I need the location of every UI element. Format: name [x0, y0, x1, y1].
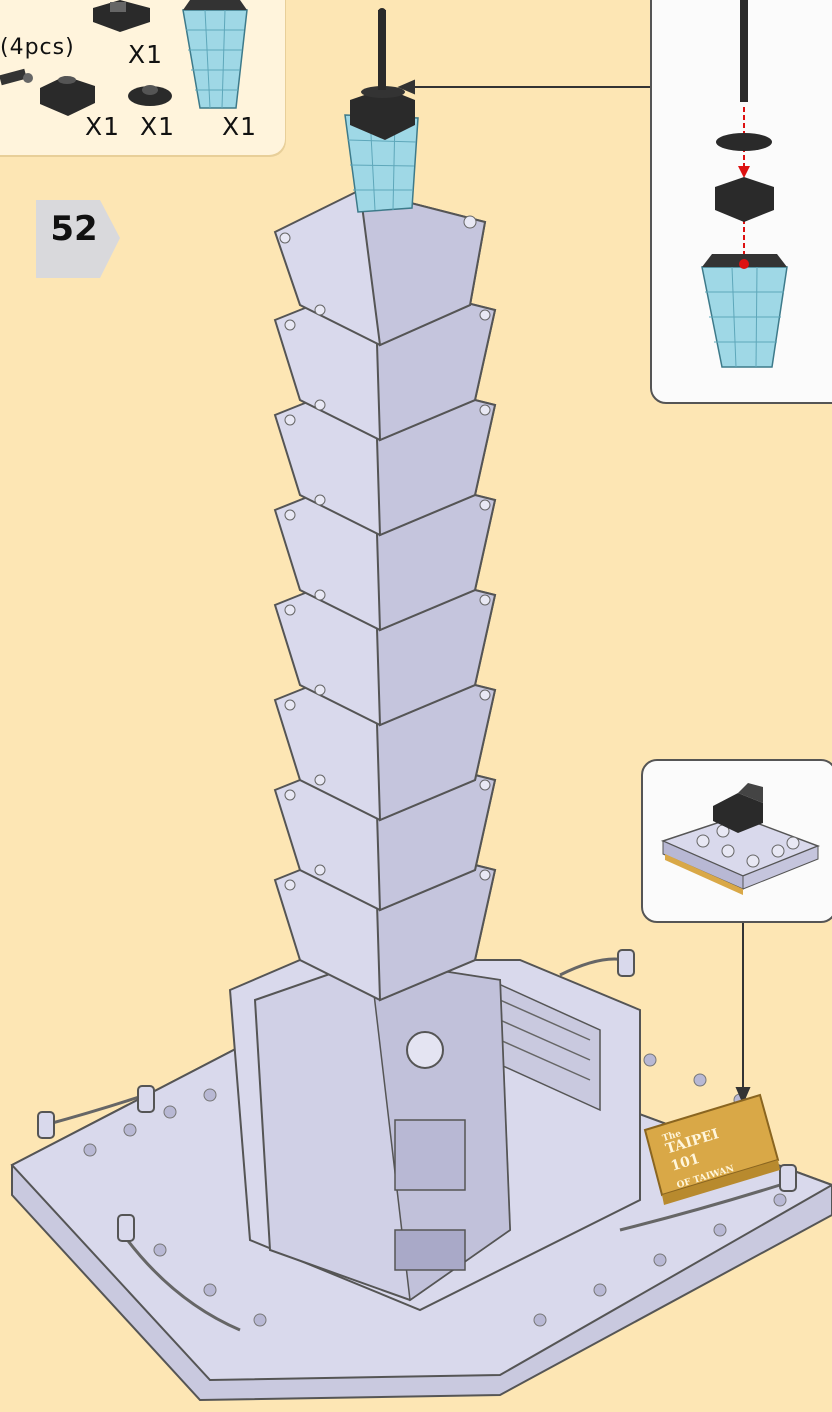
round-plate-icon — [716, 133, 772, 151]
glass-top-icon — [183, 0, 247, 108]
dark-brick-icon — [40, 76, 95, 116]
callout-top-assembly — [650, 0, 832, 404]
tower-base — [255, 960, 510, 1300]
step-number: 52 — [39, 209, 109, 249]
qty-pin: (4pcs) — [0, 35, 75, 60]
top-assembly-sequence — [652, 0, 832, 402]
qty-dark-bracket: X1 — [128, 40, 163, 69]
dark-brick-icon — [715, 177, 774, 222]
glass-top-icon — [702, 254, 787, 367]
tower-glass-top — [345, 8, 418, 212]
step-badge: 52 — [33, 197, 123, 281]
round-plate-icon — [128, 85, 172, 106]
callout-connector-sign — [737, 919, 749, 1102]
pin-icon — [0, 69, 33, 85]
qty-dark-brick: X1 — [85, 112, 120, 141]
sign-mount-detail — [643, 761, 832, 921]
tower-segments — [275, 190, 495, 1000]
callout-sign-mount — [641, 759, 832, 923]
callout-connector-top — [400, 81, 650, 93]
qty-glass-top: X1 — [222, 112, 257, 141]
qty-round-plate: X1 — [140, 112, 175, 141]
dark-bracket-icon — [93, 0, 150, 32]
